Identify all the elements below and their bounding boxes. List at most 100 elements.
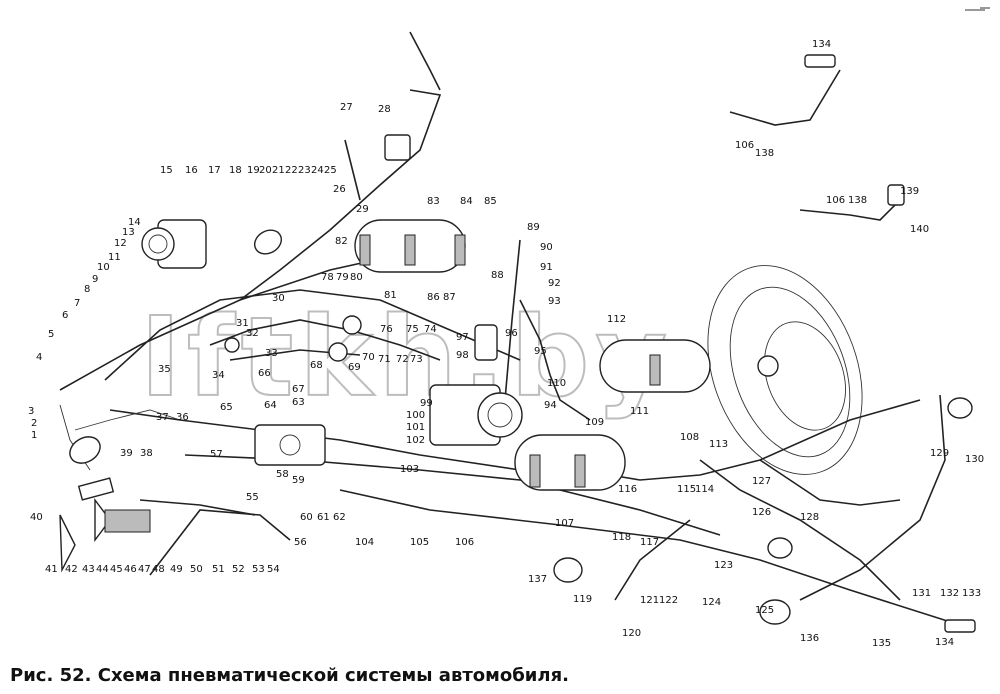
part-label: 48 (152, 564, 165, 575)
part-label: 67 (292, 384, 305, 395)
part-label: 84 (460, 196, 473, 207)
part-label: 102 (406, 435, 425, 446)
part-label: 105 (410, 537, 429, 548)
part-label: 78 (321, 272, 334, 283)
part-label: 42 (65, 564, 78, 575)
brake-chamber-rear-4 (767, 537, 793, 559)
part-label: 71 (378, 354, 391, 365)
brake-valve (429, 324, 523, 446)
spare-wheel (707, 265, 863, 475)
part-label: 76 (380, 324, 393, 335)
part-label: 133 (962, 588, 981, 599)
part-label: 24 (311, 165, 324, 176)
trailer-coupling-side (887, 184, 905, 206)
part-label: 70 (362, 352, 375, 363)
part-label: 79 (336, 272, 349, 283)
part-label: 117 (640, 537, 659, 548)
part-label: 56 (294, 537, 307, 548)
part-label: 57 (210, 449, 223, 460)
part-label: 136 (800, 633, 819, 644)
part-label: 36 (176, 412, 189, 423)
part-label: 139 (900, 186, 919, 197)
part-label: 62 (333, 512, 346, 523)
part-label: 34 (212, 370, 225, 381)
part-label: 119 (573, 594, 592, 605)
pneumatic-system-diagram: Iftkh.by (28, 7, 990, 649)
wiper-assembly (344, 31, 441, 201)
brake-chamber-rear-3 (947, 397, 973, 419)
part-label: 23 (298, 165, 311, 176)
air-tank-middle (599, 339, 711, 393)
part-label: 99 (420, 398, 433, 409)
part-label: 93 (548, 296, 561, 307)
part-label: 127 (752, 476, 771, 487)
part-label: 118 (612, 532, 631, 543)
part-label: 65 (220, 402, 233, 413)
part-label: 116 (618, 484, 637, 495)
part-label: 110 (547, 378, 566, 389)
part-label: 80 (350, 272, 363, 283)
part-label: 89 (527, 222, 540, 233)
part-label: 4 (36, 352, 42, 363)
air-tank-rear (514, 434, 626, 491)
part-label: 11 (108, 252, 121, 263)
part-label: 114 (695, 484, 714, 495)
part-label: 131 (912, 588, 931, 599)
part-label: 9 (92, 274, 98, 285)
part-label: 73 (410, 354, 423, 365)
part-label: 17 (208, 165, 221, 176)
part-label: 5 (48, 329, 54, 340)
part-label: 123 (714, 560, 733, 571)
part-label: 21 (272, 165, 285, 176)
part-label: 14 (128, 217, 141, 228)
compressor (141, 219, 207, 269)
trailer-coupling-top (804, 54, 836, 68)
part-label: 35 (158, 364, 171, 375)
part-label: 90 (540, 242, 553, 253)
part-label: 108 (680, 432, 699, 443)
part-label: 82 (335, 236, 348, 247)
brake-chamber-front-right (253, 229, 283, 255)
part-label: 132 (940, 588, 959, 599)
part-label: 29 (356, 204, 369, 215)
part-label: 2 (31, 418, 37, 429)
part-label: 7 (74, 298, 80, 309)
part-label: 112 (607, 314, 626, 325)
part-label: 30 (272, 293, 285, 304)
part-label: 44 (96, 564, 109, 575)
part-label: 122 (659, 595, 678, 606)
part-label: 63 (292, 397, 305, 408)
part-label: 85 (484, 196, 497, 207)
part-label: 100 (406, 410, 425, 421)
part-label: 98 (456, 350, 469, 361)
part-label: 64 (264, 400, 277, 411)
part-label: 39 (120, 448, 133, 459)
figure-caption: Рис. 52. Схема пневматической системы ав… (10, 665, 569, 686)
part-label: 74 (424, 324, 437, 335)
part-label: 81 (384, 290, 397, 301)
part-label: 25 (324, 165, 337, 176)
part-label: 32 (246, 328, 259, 339)
pressure-gauges (224, 315, 362, 362)
corner-mark (965, 7, 990, 11)
part-label: 19 (247, 165, 260, 176)
part-label: 111 (630, 406, 649, 417)
part-label: 16 (185, 165, 198, 176)
part-label: 135 (872, 638, 891, 649)
part-label: 43 (82, 564, 95, 575)
coupling-labels: 134 106 106 138 (735, 39, 867, 206)
valve-cluster (254, 424, 326, 466)
part-label: 45 (110, 564, 123, 575)
part-label: 137 (528, 574, 547, 585)
part-label: 40 (30, 512, 43, 523)
part-label: 27 (340, 102, 353, 113)
part-label: 3 (28, 406, 34, 417)
part-label: 12 (114, 238, 127, 249)
part-label: 129 (930, 448, 949, 459)
part-label: 109 (585, 417, 604, 428)
brake-chamber-rear-2 (759, 599, 791, 625)
part-label: 124 (702, 597, 721, 608)
part-label: 20 (259, 165, 272, 176)
part-label: 83 (427, 196, 440, 207)
part-label: 138 (848, 195, 867, 206)
